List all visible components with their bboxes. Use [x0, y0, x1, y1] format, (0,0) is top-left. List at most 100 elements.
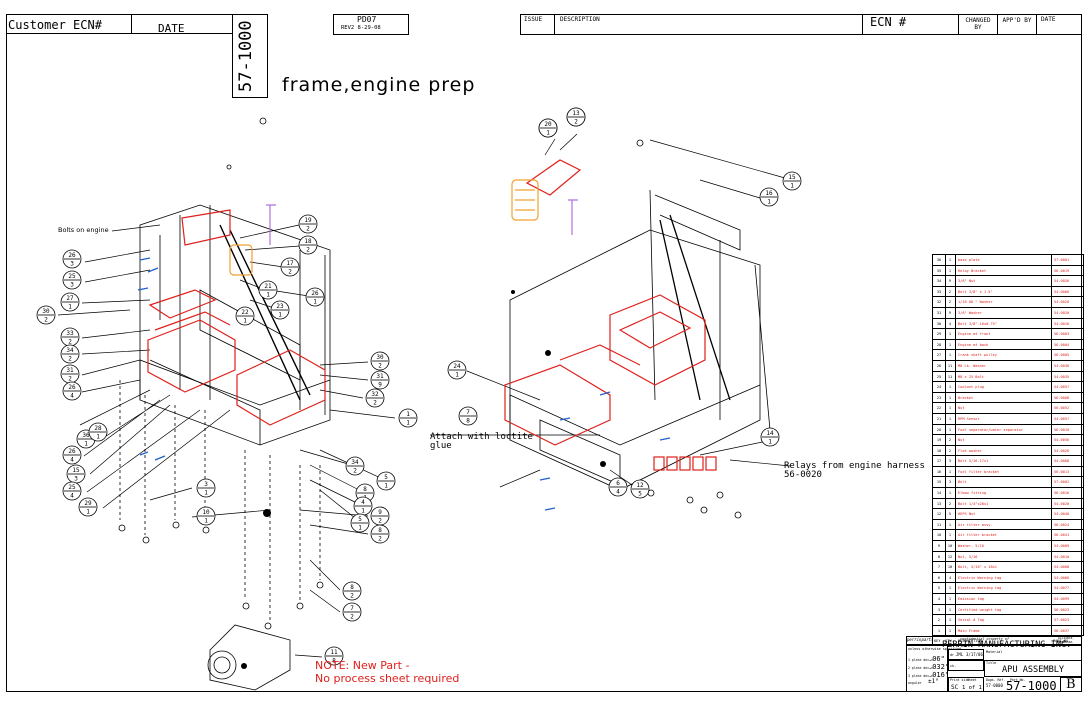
balloon-item-number: 7: [466, 409, 470, 416]
bom-part: 54-0057: [1051, 382, 1078, 392]
callout-balloon: 161: [759, 187, 779, 207]
description-label: DESCRIPTION: [560, 16, 600, 23]
bom-part: 57-0023: [1051, 615, 1078, 625]
bom-part: 54-0036: [1051, 360, 1078, 371]
bom-part: 56-0004: [1051, 339, 1078, 350]
callout-balloon: 132: [566, 107, 586, 127]
bom-part: 54-0008: [1051, 456, 1078, 466]
balloon-quantity: 2: [350, 593, 354, 600]
bom-part: 54-0066: [1051, 286, 1078, 297]
bom-key: 12: [933, 509, 946, 519]
balloon-item-number: 1: [406, 411, 410, 418]
bom-key: 28: [933, 339, 946, 350]
balloon-item-number: 17: [286, 260, 294, 267]
balloon-item-number: 29: [84, 500, 92, 507]
callout-balloon: 82: [370, 524, 390, 544]
bom-part: 54-0020: [1051, 307, 1078, 318]
balloon-quantity: 3: [70, 261, 74, 268]
bom-part: 54-0056: [1051, 435, 1078, 445]
balloon-quantity: 2: [378, 363, 382, 370]
balloon-quantity: 8: [466, 418, 470, 425]
balloon-quantity: 1: [455, 372, 459, 379]
bom-part: 54-0016: [1051, 318, 1078, 329]
bom-qty: 1: [945, 530, 956, 541]
bom-part: 54-0057: [1051, 413, 1078, 424]
bom-qty: 1: [945, 413, 956, 424]
tolerance-heading: unless otherwise specified: [908, 647, 962, 651]
bom-key: 33: [933, 286, 946, 297]
tolerance-cell: [906, 645, 948, 692]
bom-part: 56-0037: [1051, 625, 1078, 636]
balloon-quantity: 1: [204, 518, 208, 525]
callout-balloon: 253: [62, 270, 82, 290]
bom-part: 54-0026: [1051, 445, 1078, 456]
callout-balloon: 192: [298, 214, 318, 234]
balloon-quantity: 1: [96, 434, 100, 441]
callout-balloon: 342: [345, 456, 365, 476]
balloon-quantity: 2: [68, 339, 72, 346]
relays-note-line1: Relays from engine harness: [784, 461, 925, 471]
issue-cell: [520, 14, 555, 35]
balloon-quantity: 1: [406, 420, 410, 427]
changed-by-label: CHANGED BY: [965, 17, 991, 31]
balloon-item-number: 8: [363, 486, 367, 493]
callout-balloon: 101: [196, 506, 216, 526]
rev-date-label: DATE: [1041, 16, 1056, 23]
size-cell: [948, 677, 984, 692]
balloon-item-number: 11: [330, 649, 338, 656]
bom-desc: HEPS Nut: [958, 512, 976, 517]
sheet-number: 1 of 1: [962, 685, 982, 691]
glue-note: glue: [430, 441, 452, 451]
callout-balloon: 342: [60, 344, 80, 364]
bom-part: 54-0077: [1051, 583, 1078, 593]
bom-key: 25: [933, 371, 946, 382]
bom-desc: Bracket: [958, 395, 974, 400]
balloon-item-number: 26: [68, 252, 76, 259]
bom-desc: Elbow fitting: [958, 491, 987, 496]
sheet-label: Sheet: [967, 678, 977, 682]
balloon-item-number: 30: [42, 308, 50, 315]
balloon-quantity: 1: [86, 509, 90, 516]
bom-part: 54-0009: [1051, 541, 1078, 551]
balloon-item-number: 31: [376, 373, 384, 380]
balloon-quantity: 1: [361, 508, 365, 515]
callout-balloon: 302: [370, 351, 390, 371]
drawing-border: [6, 34, 1082, 692]
balloon-quantity: 1: [384, 483, 388, 490]
balloon-item-number: 8: [350, 584, 354, 591]
balloon-item-number: 30: [376, 354, 384, 361]
bom-part: 54-0020: [1051, 297, 1078, 307]
bom-key: 2: [933, 615, 946, 625]
bom-part: 54-0040: [1051, 509, 1078, 519]
bom-key: 14: [933, 488, 946, 498]
balloon-item-number: 9: [378, 509, 382, 516]
bom-qty: 1: [945, 392, 956, 403]
part-number: 57-1000: [1006, 679, 1057, 693]
balloon-item-number: 4: [361, 499, 365, 506]
relays-note-line2: 56-0020: [784, 470, 822, 480]
bom-key: 17: [933, 456, 946, 466]
bom-qty: 3: [945, 456, 956, 466]
tol1-label: 1 place dec ±: [908, 658, 933, 662]
revision-letter: B: [1066, 677, 1076, 692]
bom-qty: 1: [945, 519, 956, 530]
bom-key: 19: [933, 435, 946, 445]
bolts-on-engine-note: Bolts on engine: [58, 226, 109, 234]
approved-by-label: APP'D BY: [1002, 17, 1032, 24]
balloon-item-number: 12: [636, 482, 644, 489]
bom-desc: Fuel separator/water separator: [958, 427, 1023, 432]
callout-balloon: 263: [62, 249, 82, 269]
bom-part: 54-0010: [1051, 551, 1078, 562]
balloon-quantity: 2: [350, 614, 354, 621]
approved-by-cell: [997, 14, 1037, 35]
bom-qty: 10: [945, 562, 956, 572]
callout-balloon: 211: [258, 280, 278, 300]
